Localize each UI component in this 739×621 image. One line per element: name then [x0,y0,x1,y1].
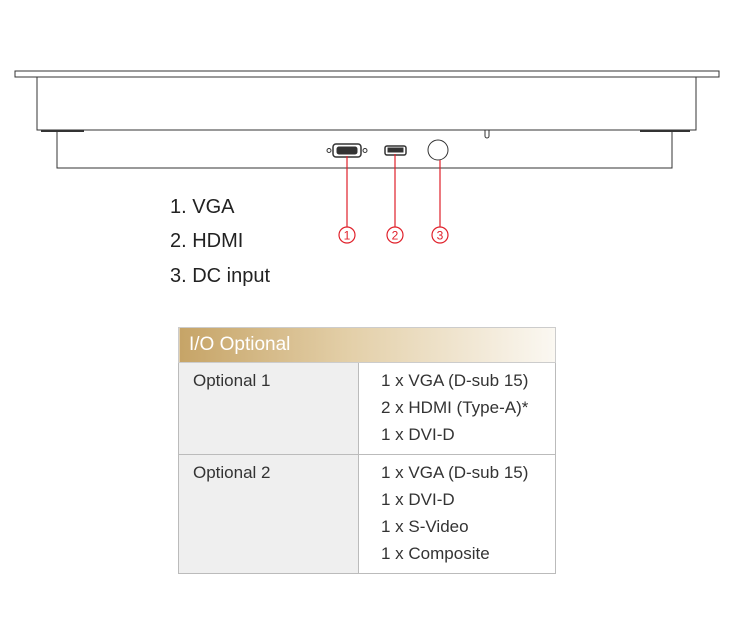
row-values: 1 x VGA (D-sub 15) 1 x DVI-D 1 x S-Video… [358,454,556,574]
legend-hdmi: 2. HDMI [170,230,244,252]
io-value: 1 x VGA (D-sub 15) [381,371,529,390]
table-row: Optional 1 1 x VGA (D-sub 15) 2 x HDMI (… [178,362,556,455]
panel-body [36,76,697,131]
io-value: 1 x DVI-D [381,425,455,444]
row-label: Optional 2 [178,454,359,574]
front-bezel [14,70,720,78]
callout-label-2: 2 [392,229,399,243]
callout-1 [338,226,356,244]
table-header: I/O Optional [178,327,556,363]
panel-bottom-view-diagram: 1 2 3 [14,70,720,244]
io-value: 1 x S-Video [381,517,469,536]
io-value: 1 x Composite [381,544,490,563]
dc-input-port-icon [427,139,449,161]
row-values: 1 x VGA (D-sub 15) 2 x HDMI (Type-A)* 1 … [358,362,556,455]
callout-label-1: 1 [344,229,351,243]
legend-vga: 1. VGA [170,196,235,218]
io-value: 1 x VGA (D-sub 15) [381,463,529,482]
io-optional-table: I/O Optional Optional 1 1 x VGA (D-sub 1… [178,327,556,574]
table-row: Optional 2 1 x VGA (D-sub 15) 1 x DVI-D … [178,454,556,574]
io-value: 2 x HDMI (Type-A)* [381,398,529,417]
row-label: Optional 1 [178,362,359,455]
latch [484,130,490,139]
callout-2 [386,226,404,244]
callout-3 [431,226,449,244]
legend-dc-input: 3. DC input [170,265,271,287]
io-value: 1 x DVI-D [381,490,455,509]
callout-label-3: 3 [437,229,444,243]
